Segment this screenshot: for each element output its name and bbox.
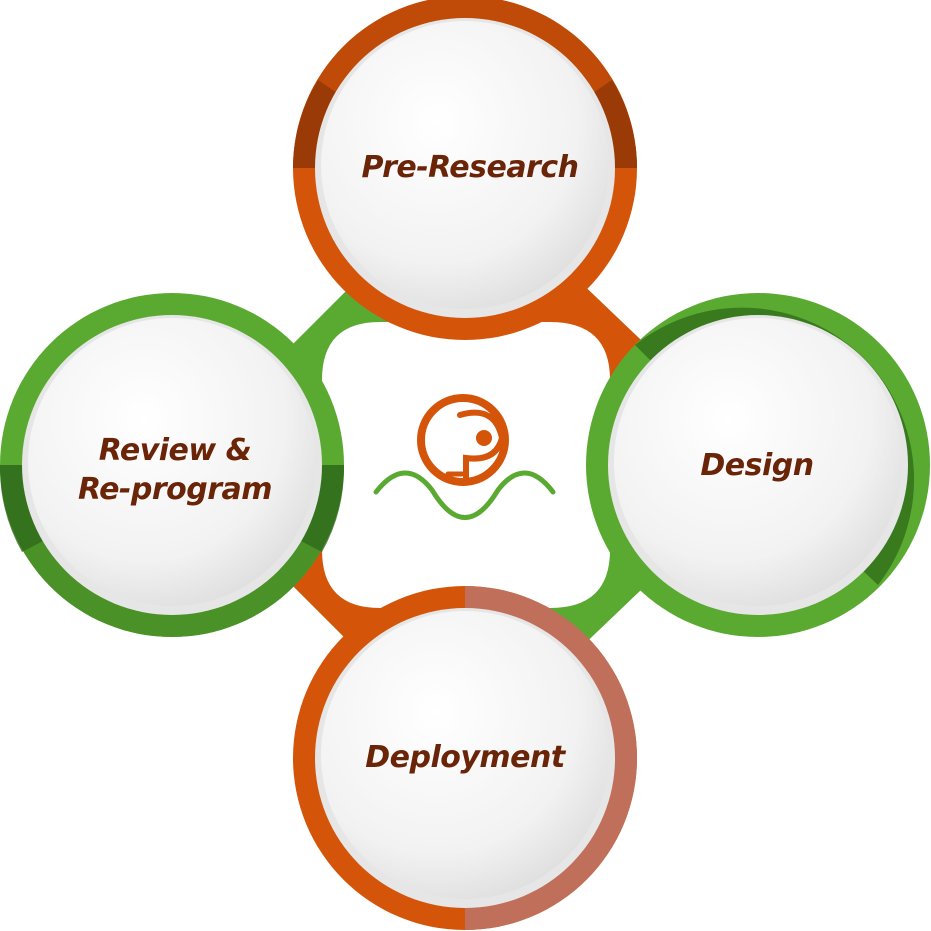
- step-circle-deployment: [293, 586, 637, 930]
- step-label-deployment: Deployment: [325, 712, 605, 802]
- step-label-pre-research: Pre-Research: [330, 122, 610, 212]
- step-label-text: Deployment: [365, 739, 565, 775]
- step-label-text: Design: [700, 447, 814, 483]
- step-label-text-line2: Re-program: [77, 472, 273, 507]
- step-label-design: Design: [627, 420, 887, 510]
- step-circle-design: [586, 293, 930, 637]
- eye-face-wave-logo: [373, 394, 556, 520]
- step-circle-pre-research: [293, 0, 637, 340]
- step-circle-review: [0, 293, 345, 637]
- step-label-review: Review & Re-program: [35, 420, 315, 520]
- step-label-text: Review &: [98, 433, 252, 468]
- step-label-text: Pre-Research: [361, 149, 580, 185]
